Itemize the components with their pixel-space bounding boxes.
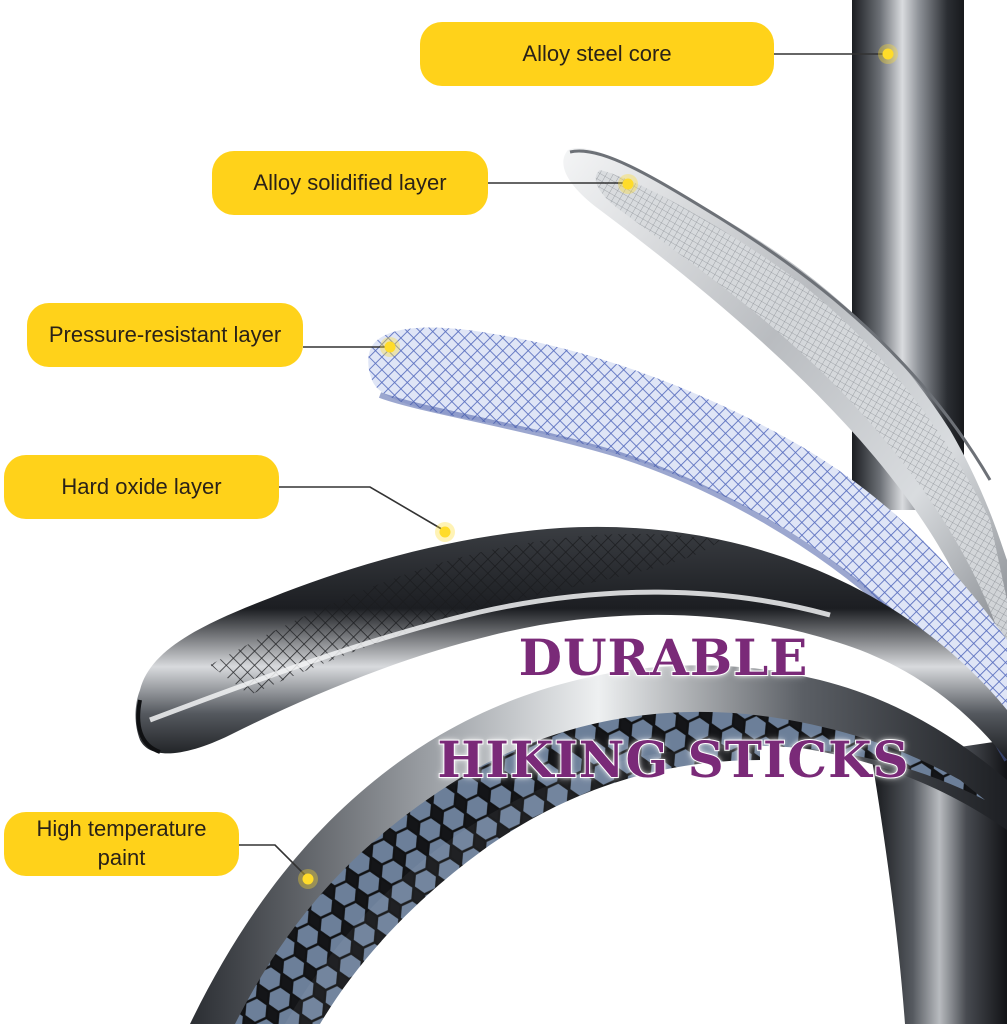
paint-layer-hex-mesh — [235, 711, 985, 1024]
label-hard-oxide-layer: Hard oxide layer — [4, 455, 279, 519]
paint-layer-hex-band — [262, 729, 760, 1024]
leader-lines — [238, 53, 888, 879]
core-pole-lower — [872, 740, 1007, 1024]
oxide-layer-highlight — [149, 589, 831, 723]
marker-dots — [298, 44, 898, 889]
label-alloy-solidified-layer: Alloy solidified layer — [212, 151, 488, 215]
oxide-layer-rim — [136, 699, 161, 754]
label-pressure-resistant-layer: Pressure-resistant layer — [27, 303, 303, 367]
title-line-2: HIKING STICKS — [436, 729, 910, 790]
solidified-layer-edge — [569, 149, 992, 481]
pressure-layer-mesh — [368, 327, 1007, 760]
title-line-1: DURABLE — [518, 627, 809, 688]
label-alloy-steel-core: Alloy steel core — [420, 22, 774, 86]
oxide-layer-shell — [135, 526, 1007, 760]
label-high-temperature-paint: High temperature paint — [4, 812, 239, 876]
solidified-layer-mesh — [595, 170, 1007, 660]
